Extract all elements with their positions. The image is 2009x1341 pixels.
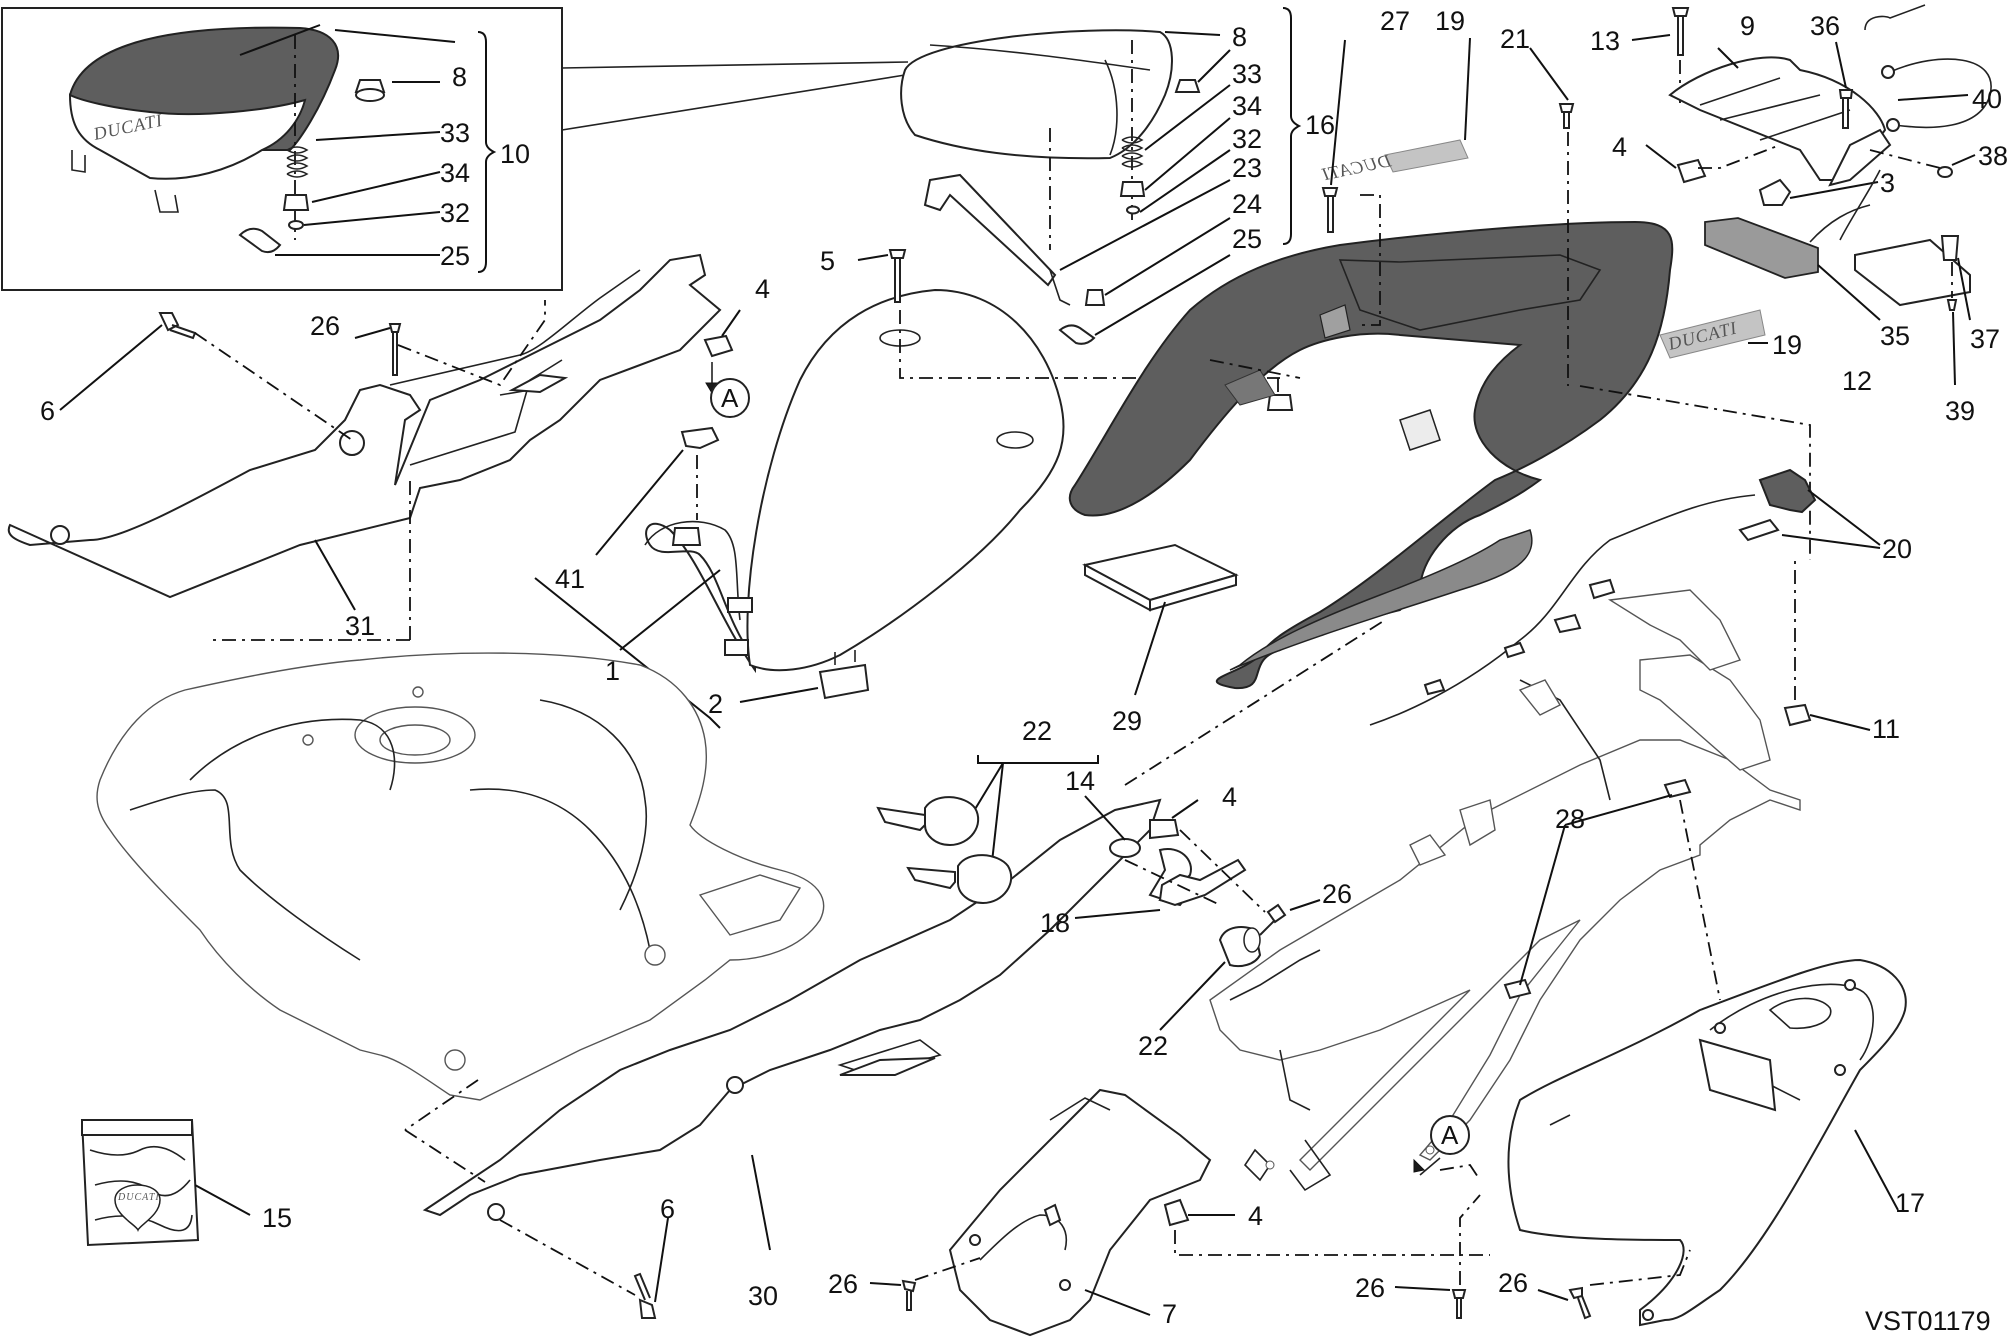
callout-37: 37	[1970, 324, 2000, 354]
callout-33: 33	[440, 118, 470, 148]
callout-4: 4	[755, 274, 770, 304]
callout-23: 23	[1232, 153, 1262, 183]
callout-4: 4	[1612, 132, 1627, 162]
ref-circle-a-2	[1430, 1115, 1470, 1155]
callout-10: 10	[500, 139, 530, 169]
tail-cover: DUCATI DUCATI	[1068, 37, 1811, 690]
callout-7: 7	[1162, 1299, 1177, 1329]
callout-1: 1	[605, 656, 620, 686]
callout-labels: 8 33 34 32 25 10 8 33 34 32 23 24 25 16 …	[40, 6, 2008, 1336]
callout-6: 6	[40, 396, 55, 426]
callout-36: 36	[1810, 11, 1840, 41]
callout-12: 12	[1842, 366, 1872, 396]
owner-manual	[1082, 543, 1239, 696]
callout-26: 26	[1322, 879, 1352, 909]
callout-29: 29	[1112, 706, 1142, 736]
callout-21: 21	[1500, 24, 1530, 54]
callout-22: 22	[1022, 716, 1052, 746]
callout-30: 30	[748, 1281, 778, 1311]
undertray	[1394, 958, 1907, 1327]
inset-passenger-seat-cover: DUCATI	[1, 7, 563, 291]
callout-19: 19	[1435, 6, 1465, 36]
callout-26: 26	[828, 1269, 858, 1299]
callout-13: 13	[1590, 26, 1620, 56]
callout-20: 20	[1882, 534, 1912, 564]
callout-8: 8	[1232, 22, 1247, 52]
callout-4: 4	[1222, 782, 1237, 812]
callout-39: 39	[1945, 396, 1975, 426]
seat-lock-parts	[1074, 619, 1386, 1031]
callout-16: 16	[1305, 110, 1335, 140]
fuel-tank-cover	[96, 652, 825, 1101]
tool-pouch: DUCATI	[80, 1119, 251, 1247]
callout-27: 27	[1380, 6, 1410, 36]
callout-31: 31	[345, 611, 375, 641]
callout-14: 14	[1065, 766, 1095, 796]
callout-32: 32	[1232, 124, 1262, 154]
passenger-seat-assembly	[900, 7, 1302, 345]
callout-8: 8	[452, 62, 467, 92]
rider-seat	[534, 249, 1294, 729]
ref-circle-a	[710, 378, 750, 418]
callout-24: 24	[1232, 189, 1262, 219]
drawing-code: VST01179	[1865, 1306, 1991, 1336]
callout-5: 5	[820, 246, 835, 276]
callout-15: 15	[262, 1203, 292, 1233]
callout-33: 33	[1232, 59, 1262, 89]
ref-letter-a: A	[721, 383, 739, 413]
callout-9: 9	[1740, 11, 1755, 41]
callout-26: 26	[1498, 1268, 1528, 1298]
callout-38: 38	[1978, 141, 2008, 171]
inner-panel	[869, 1088, 1490, 1337]
callout-34: 34	[440, 158, 470, 188]
callout-17: 17	[1895, 1188, 1925, 1218]
rear-subframe	[1209, 560, 1871, 1192]
callout-6: 6	[660, 1194, 675, 1224]
seat-lock-cable	[1369, 468, 1881, 726]
callout-2: 2	[708, 689, 723, 719]
callout-11: 11	[1872, 714, 1900, 744]
callout-19: 19	[1772, 330, 1802, 360]
callout-25: 25	[440, 241, 470, 271]
callout-26: 26	[310, 311, 340, 341]
left-side-panel	[7, 253, 722, 641]
callout-41: 41	[555, 564, 585, 594]
key-set	[876, 755, 1099, 905]
callout-4: 4	[1248, 1201, 1263, 1231]
callout-28: 28	[1555, 804, 1585, 834]
right-side-panel	[404, 798, 1162, 1319]
callout-25: 25	[1232, 224, 1262, 254]
callout-22: 22	[1138, 1031, 1168, 1061]
callout-34: 34	[1232, 91, 1262, 121]
callout-3: 3	[1880, 168, 1895, 198]
electrical-tray	[1631, 4, 1992, 386]
callout-32: 32	[440, 198, 470, 228]
ref-letter-a-2: A	[1441, 1120, 1459, 1150]
brand-mark: DUCATI	[117, 1192, 160, 1203]
callout-18: 18	[1040, 908, 1070, 938]
callout-35: 35	[1880, 321, 1910, 351]
callout-26: 26	[1355, 1273, 1385, 1303]
callout-40: 40	[1972, 84, 2002, 114]
